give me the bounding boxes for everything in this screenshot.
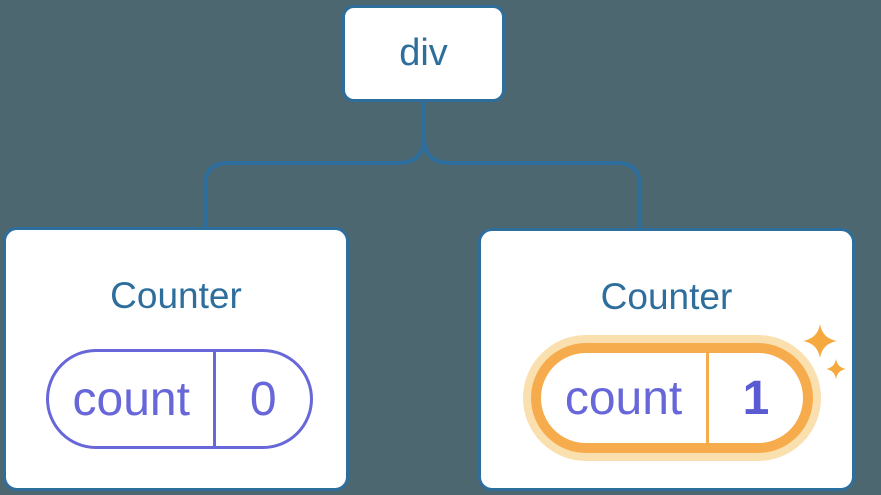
connector-branch-right <box>422 136 642 230</box>
sparkle-icon-small <box>826 359 846 379</box>
connector-branch-left <box>203 136 426 229</box>
pill-divider <box>213 352 217 446</box>
state-pill-highlighted: count 1 <box>531 343 813 453</box>
card-title: Counter <box>600 276 733 317</box>
sparkle-icon-large <box>803 324 837 358</box>
state-value: 1 <box>742 371 770 425</box>
counter-card-right: Counter count 1 <box>478 228 855 491</box>
counter-card-left: Counter count 0 <box>3 227 349 491</box>
state-key-label: count <box>564 371 683 425</box>
state-pill: count 0 <box>46 349 313 449</box>
pill-divider <box>706 353 710 443</box>
state-value: 0 <box>249 372 277 426</box>
root-node-div: div <box>342 5 505 102</box>
state-key-label: count <box>72 372 190 426</box>
card-title: Counter <box>110 275 242 316</box>
